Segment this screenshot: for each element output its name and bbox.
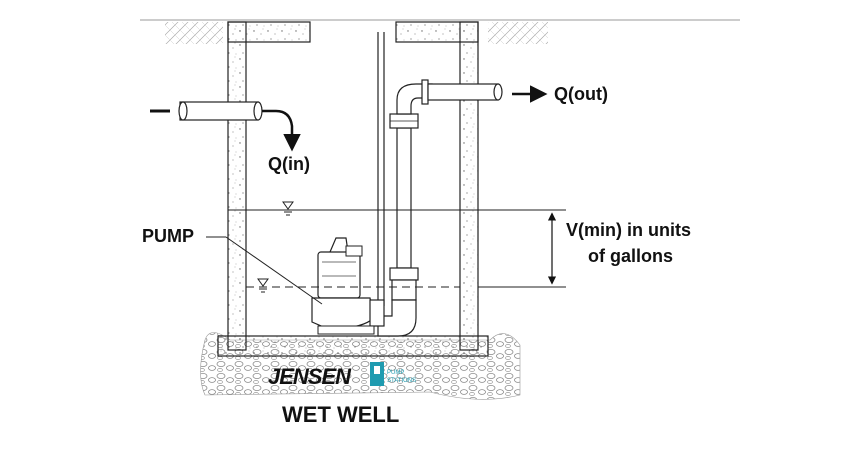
label-q-in: Q(in) — [268, 154, 310, 174]
jensen-logo: JENSEN PUMP STATIONS — [268, 362, 416, 389]
ground — [140, 19, 740, 44]
logo-sub-line1: PUMP — [387, 370, 404, 376]
water-level-icon — [282, 201, 294, 216]
label-pump: PUMP — [142, 226, 194, 246]
logo-sub-line2: STATIONS — [387, 378, 416, 384]
water-level-icon — [257, 278, 269, 293]
label-v-min-line1: V(min) in units — [566, 220, 691, 240]
label-q-out: Q(out) — [554, 84, 608, 104]
water-levels — [246, 201, 566, 293]
discharge-piping — [377, 32, 548, 337]
diagram-title: WET WELL — [282, 402, 399, 427]
pump — [311, 237, 385, 335]
logo-brand-text: JENSEN — [268, 364, 352, 389]
concrete-structure — [217, 21, 489, 357]
inlet-pipe — [150, 101, 301, 152]
pump-leader — [206, 236, 323, 305]
inflow-arrow-icon — [262, 109, 301, 152]
label-v-min-line2: of gallons — [588, 246, 673, 266]
